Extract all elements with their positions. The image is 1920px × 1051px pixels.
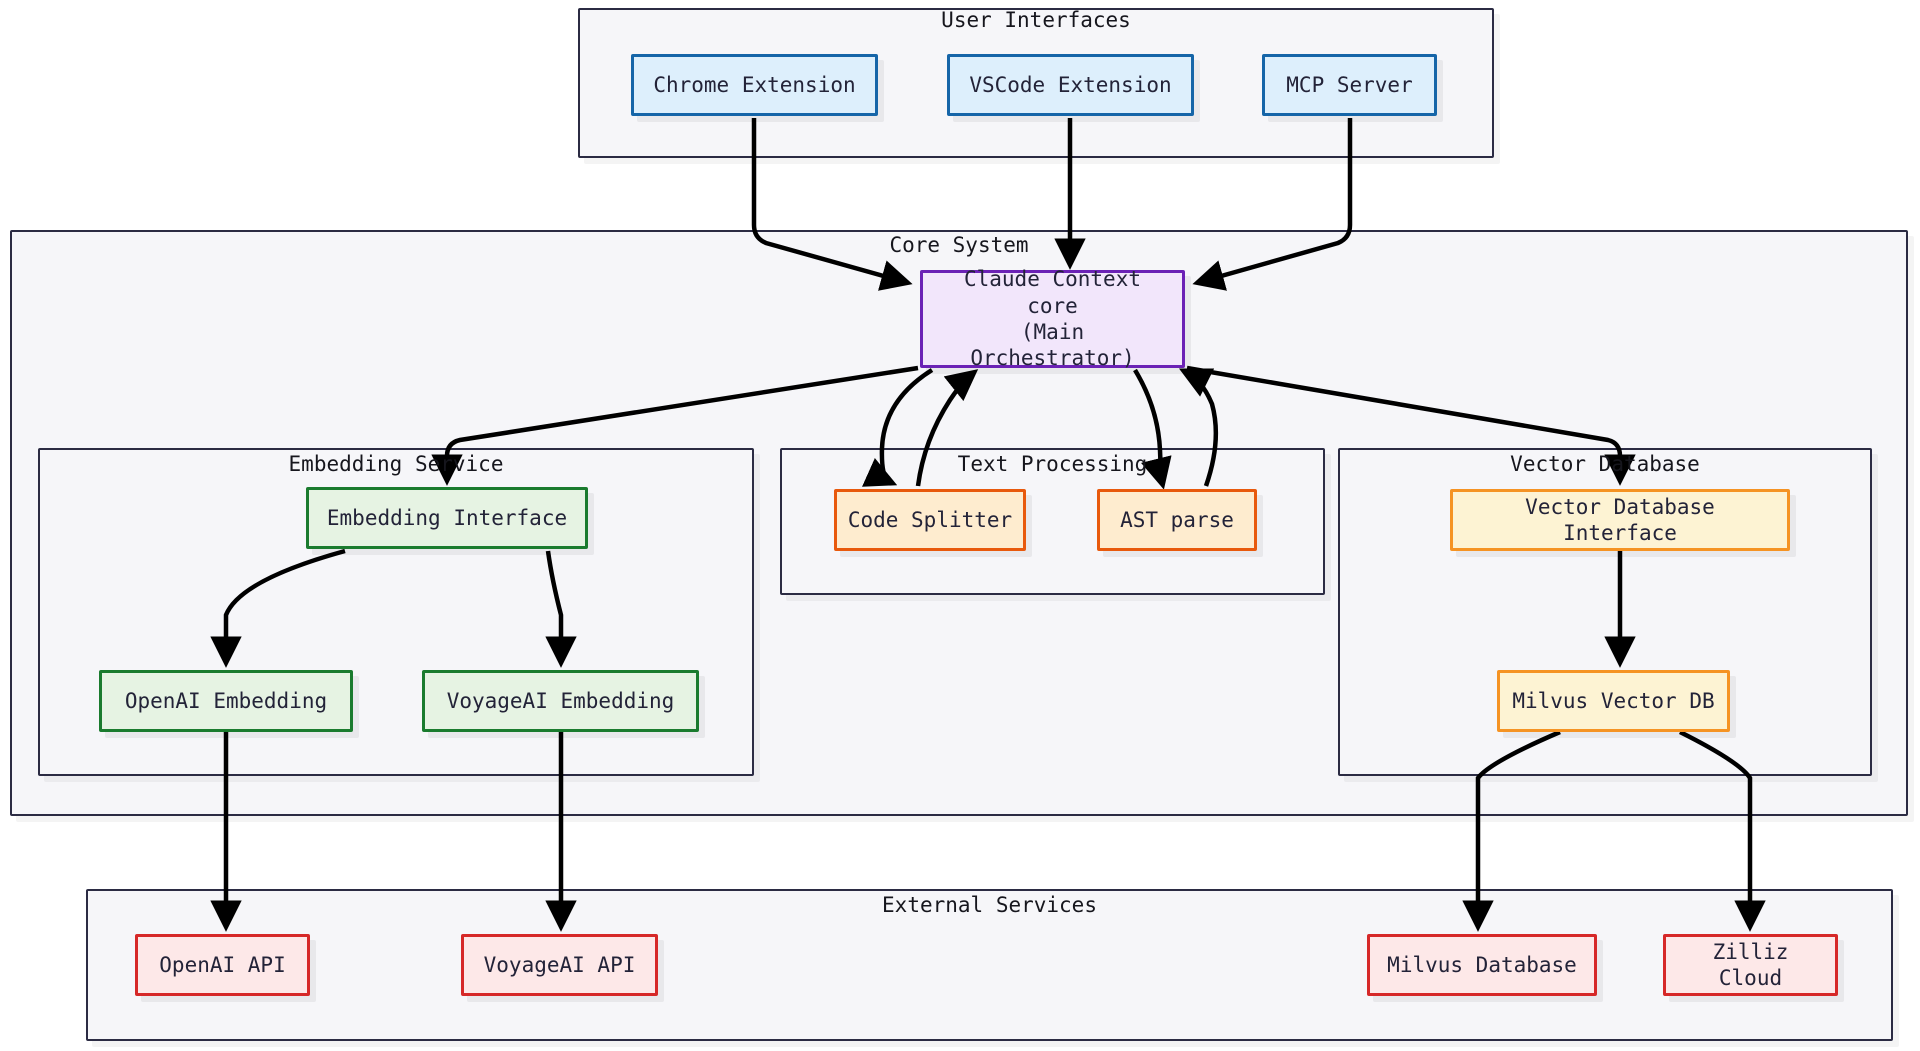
cluster-external-services [86,889,1893,1041]
node-vector-database-interface[interactable]: Vector Database Interface [1450,489,1790,551]
node-embedding-interface[interactable]: Embedding Interface [306,487,588,549]
node-vscode-extension[interactable]: VSCode Extension [947,54,1194,116]
node-code-splitter[interactable]: Code Splitter [834,489,1026,551]
node-openai-api[interactable]: OpenAI API [135,934,310,996]
node-openai-embedding[interactable]: OpenAI Embedding [99,670,353,732]
node-chrome-extension[interactable]: Chrome Extension [631,54,878,116]
node-milvus-vector-db[interactable]: Milvus Vector DB [1497,670,1730,732]
node-mcp-server[interactable]: MCP Server [1262,54,1437,116]
node-milvus-database[interactable]: Milvus Database [1367,934,1597,996]
node-ast-parse[interactable]: AST parse [1097,489,1257,551]
node-claude-context-core[interactable]: Claude Context core (Main Orchestrator) [920,267,1185,370]
node-voyageai-api[interactable]: VoyageAI API [461,934,658,996]
node-zilliz-cloud[interactable]: Zilliz Cloud [1663,934,1838,996]
node-voyageai-embedding[interactable]: VoyageAI Embedding [422,670,699,732]
